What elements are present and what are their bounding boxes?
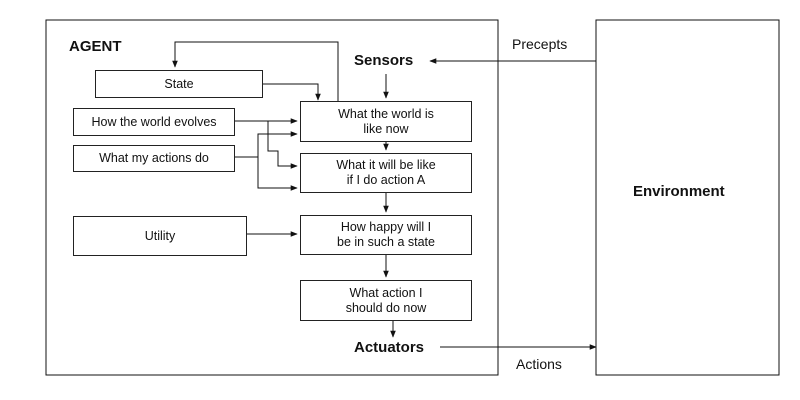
feedback-to-state-arrow: [172, 41, 339, 102]
what-action-box: What action I should do now: [300, 280, 472, 321]
percepts-label: Precepts: [512, 36, 568, 52]
world-evolves-box: How the world evolves: [73, 108, 235, 136]
how-happy-box: How happy will I be in such a state: [300, 215, 472, 255]
actions-do-box: What my actions do: [73, 145, 235, 172]
world-now-box: What the world is like now: [300, 101, 472, 142]
will-be-box: What it will be like if I do action A: [300, 153, 472, 193]
actuators-label: Actuators: [354, 339, 425, 356]
state-to-world-arrow: [263, 83, 321, 101]
environment-title: Environment: [633, 183, 725, 200]
sensors-label: Sensors: [354, 52, 414, 69]
actions-to-world-arrow: [235, 131, 298, 158]
environment-frame: [595, 19, 780, 376]
agent-frame: [45, 19, 499, 376]
agent-title: AGENT: [69, 38, 122, 55]
actions-to-willbe-arrow: [257, 157, 298, 191]
state-box: State: [95, 70, 263, 98]
evolves-to-willbe-arrow: [267, 121, 298, 169]
utility-box: Utility: [73, 216, 247, 256]
actions-label: Actions: [516, 356, 562, 372]
